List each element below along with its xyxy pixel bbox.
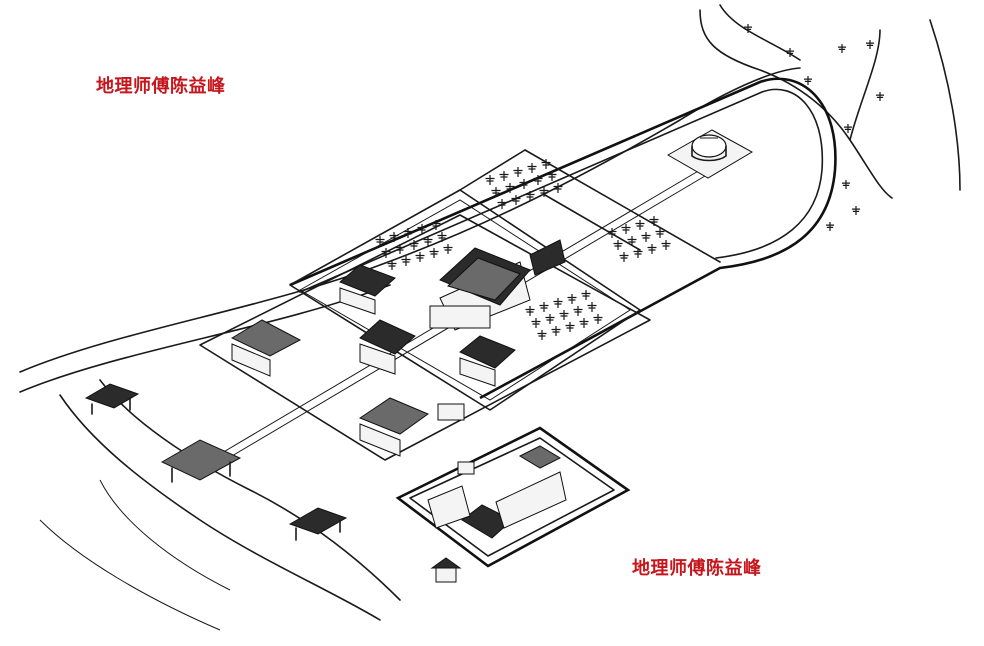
tree-mark <box>607 228 617 238</box>
tree-mark <box>655 228 665 238</box>
tree-mark <box>389 232 399 242</box>
tree-mark <box>375 236 385 246</box>
tree-mark <box>875 92 885 101</box>
tree-mark <box>579 318 589 328</box>
tree-mark <box>519 179 529 189</box>
road-curves <box>19 4 961 631</box>
tree-mark <box>837 44 847 53</box>
watermark-bottom: 地理师傅陈益峰 <box>632 558 762 579</box>
side-halls <box>230 264 516 457</box>
tree-mark <box>635 220 645 230</box>
tree-mark <box>499 171 509 181</box>
tree-mark <box>381 248 391 258</box>
tree-mark <box>825 222 835 231</box>
tree-mark <box>613 240 623 250</box>
tree-mark <box>559 310 569 320</box>
outer-curved-wall <box>289 77 837 400</box>
gate-bridges <box>84 383 348 541</box>
tree-mark <box>661 240 671 250</box>
tree-mark <box>627 236 637 246</box>
tree-mark <box>415 252 425 262</box>
tree-mark <box>403 228 413 238</box>
detached-compound <box>395 426 631 568</box>
tree-mark <box>505 183 515 193</box>
tree-mark <box>743 24 753 33</box>
tree-mark <box>803 76 813 85</box>
watermark-top: 地理师傅陈益峰 <box>96 76 226 97</box>
tree-mark <box>429 248 439 258</box>
tree-mark <box>539 187 549 197</box>
tree-mark <box>417 224 427 234</box>
tree-mark <box>841 180 851 189</box>
tree-mark <box>633 248 643 258</box>
hill-trees <box>743 24 885 231</box>
small-shrine <box>430 557 462 583</box>
tree-mark <box>409 240 419 250</box>
tree-mark <box>587 302 597 312</box>
tree-mark <box>395 244 405 254</box>
tree-mark <box>565 322 575 332</box>
tree-mark <box>513 167 523 177</box>
tree-mark <box>843 124 853 133</box>
tree-mark <box>539 302 549 312</box>
tree-mark <box>527 163 537 173</box>
tree-mark <box>649 216 659 226</box>
tree-mark <box>581 290 591 300</box>
tree-mark <box>647 244 657 254</box>
tree-mark <box>511 195 521 205</box>
tree-mark <box>401 256 411 266</box>
main-compound <box>199 149 721 467</box>
tree-mark <box>387 260 397 270</box>
tree-mark <box>553 183 563 193</box>
tree-mark <box>485 175 495 185</box>
tree-mark <box>567 294 577 304</box>
tree-mark <box>641 232 651 242</box>
tree-mark <box>423 236 433 246</box>
tree-mark <box>431 220 441 230</box>
tree-mark <box>541 159 551 169</box>
tree-mark <box>547 171 557 181</box>
tree-mark <box>437 232 447 242</box>
tree-mark <box>573 306 583 316</box>
tree-mark <box>491 187 501 197</box>
tree-mark <box>593 314 603 324</box>
tree-mark <box>525 191 535 201</box>
tree-mark <box>537 330 547 340</box>
tree-mark <box>533 175 543 185</box>
tree-mark <box>553 298 563 308</box>
mound-pavilion <box>666 129 754 179</box>
tree-mark <box>619 252 629 262</box>
tree-mark <box>551 326 561 336</box>
main-hall <box>429 239 566 331</box>
tree-mark <box>443 244 453 254</box>
tree-mark <box>525 306 535 316</box>
tree-mark <box>545 314 555 324</box>
tree-mark <box>865 40 875 49</box>
tree-mark <box>785 48 795 57</box>
tree-mark <box>531 318 541 328</box>
tree-mark <box>851 206 861 215</box>
tree-rows <box>375 159 671 340</box>
tree-mark <box>497 199 507 209</box>
tree-mark <box>621 224 631 234</box>
